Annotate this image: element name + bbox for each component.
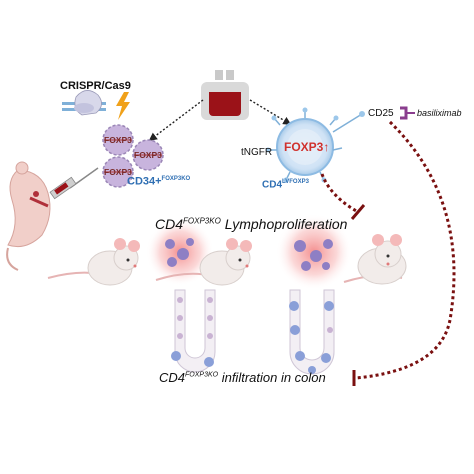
proliferating-cells-2 bbox=[294, 239, 333, 271]
colon-infiltration-label: CD4FOXP3KO infiltration in colon bbox=[159, 370, 326, 385]
inhibit-colon-infiltration bbox=[355, 120, 456, 380]
basiliximab-label: basiliximab bbox=[417, 108, 462, 118]
colon-villus-1 bbox=[171, 289, 216, 373]
mouse-icon-2 bbox=[155, 238, 252, 286]
cd4-lvfoxp3-label: CD4LVFOXP3 bbox=[262, 179, 309, 191]
foxp3-cell-label-1: FOXP3 bbox=[104, 135, 132, 145]
foxp3-cell-label-3: FOXP3 bbox=[104, 167, 132, 177]
foxp3-cell-label-2: FOXP3 bbox=[134, 150, 162, 160]
lymphoproliferation-label: CD4FOXP3KO Lymphoproliferation bbox=[155, 216, 348, 232]
tngfr-label: tNGFR bbox=[241, 147, 273, 158]
colon-villus-2 bbox=[289, 289, 335, 375]
proliferating-cells-1 bbox=[165, 238, 194, 267]
injected-mouse-icon bbox=[6, 161, 51, 271]
mouse-icon-3 bbox=[343, 234, 407, 285]
blood-bag-icon bbox=[201, 70, 249, 120]
inhibit-lymphoproliferation bbox=[320, 173, 359, 214]
mouse-icon-1 bbox=[47, 238, 140, 286]
cd4-lvfoxp3-cell bbox=[265, 107, 365, 183]
cd25-label: CD25 bbox=[368, 108, 394, 119]
cd34-foxp3ko-label: CD34+FOXP3KO bbox=[127, 175, 191, 188]
basiliximab-antibody-icon bbox=[400, 106, 415, 120]
lightning-icon bbox=[116, 92, 130, 120]
foxp3-up-label: FOXP3↑ bbox=[284, 140, 330, 154]
arrow-to-cd34 bbox=[148, 99, 204, 142]
crispr-cas9-label: CRISPR/Cas9 bbox=[60, 80, 131, 92]
arrow-to-cd4-lv bbox=[249, 99, 292, 125]
syringe-icon bbox=[49, 167, 99, 200]
crispr-cas9-icon bbox=[62, 90, 106, 116]
cd34-foxp3ko-cells bbox=[102, 124, 164, 188]
